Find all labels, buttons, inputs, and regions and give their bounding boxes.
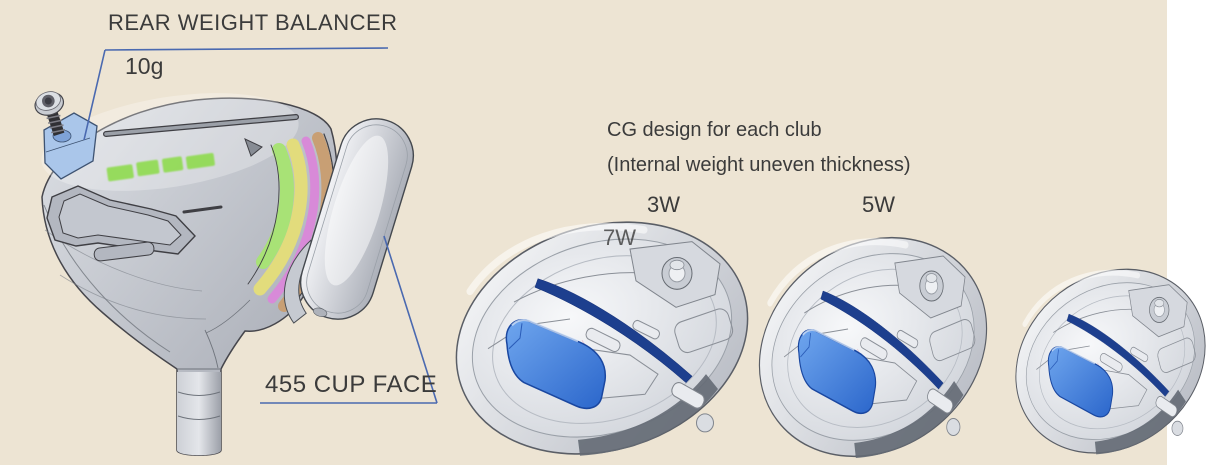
face-layer-green — [256, 143, 294, 269]
cup-face-label: 455 CUP FACE — [265, 371, 438, 398]
rear-weight-leader-diagonal — [83, 49, 106, 141]
cg-design-title: CG design for each club — [607, 119, 822, 141]
club-head-body — [41, 97, 338, 456]
driver-head-exploded — [34, 47, 438, 456]
cg-design-subtitle: (Internal weight uneven thickness) — [607, 154, 911, 176]
cup-face-piece — [283, 118, 414, 324]
shaft-stub — [177, 372, 221, 456]
face-layer-yellow — [253, 138, 308, 296]
rear-weight-value: 10g — [125, 53, 164, 79]
cavity-head-7w — [1000, 243, 1220, 465]
cup-face-leader-diagonal — [383, 235, 438, 404]
club-label-3w: 3W — [647, 192, 680, 217]
cavity-head-3w — [432, 189, 773, 465]
cg-design-heads — [432, 189, 1220, 465]
club-label-7w: 7W — [603, 225, 636, 250]
rear-weight-balancer-label: REAR WEIGHT BALANCER — [108, 10, 398, 35]
annotation-leader-lines — [83, 47, 438, 404]
rear-weight-balancer — [34, 91, 98, 180]
crown-logo — [106, 152, 215, 182]
club-label-5w: 5W — [862, 192, 895, 217]
cavity-head-5w — [740, 206, 1006, 465]
crown-channels — [46, 114, 299, 262]
rear-weight-leader-horizontal — [104, 47, 389, 51]
weight-screw — [34, 91, 66, 136]
